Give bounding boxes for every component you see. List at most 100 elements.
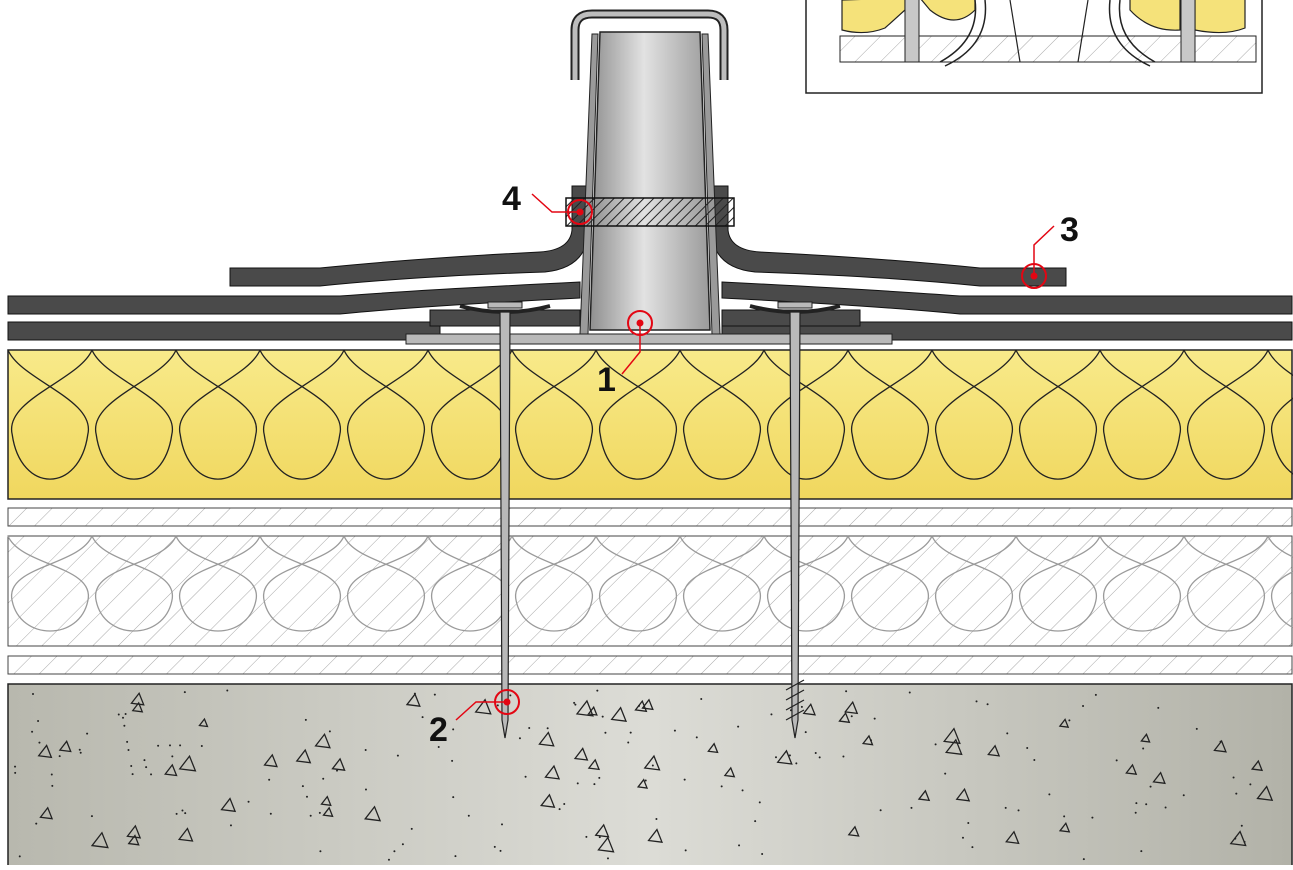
aggregate-dot bbox=[305, 795, 308, 798]
aggregate-mark bbox=[164, 763, 178, 777]
aggregate-dot bbox=[181, 809, 184, 812]
insulation-bulb bbox=[847, 535, 933, 632]
insulation-bulb bbox=[175, 349, 261, 480]
aggregate-mark bbox=[1058, 821, 1071, 833]
aggregate-mark bbox=[220, 797, 237, 813]
aggregate-dot bbox=[934, 743, 937, 746]
aggregate-mark bbox=[723, 766, 736, 778]
aggregate-dot bbox=[117, 713, 120, 716]
aggregate-dot bbox=[496, 704, 499, 707]
callout-3: 3 bbox=[1021, 211, 1079, 289]
insulation-bulb bbox=[1099, 535, 1185, 632]
insulation-bulb bbox=[679, 349, 765, 480]
insulation-bulb bbox=[343, 349, 429, 480]
callout-number-2: 2 bbox=[429, 711, 448, 749]
aggregate-dot bbox=[421, 716, 424, 719]
aggregate-dot bbox=[795, 762, 798, 765]
insulation-bulb bbox=[7, 535, 93, 632]
aggregate-dot bbox=[364, 788, 367, 791]
roofing-membranes bbox=[7, 185, 1293, 345]
aggregate-dot bbox=[528, 726, 531, 729]
aggregate-dot bbox=[842, 755, 845, 758]
aggregate-dot bbox=[509, 694, 512, 697]
aggregate-dot bbox=[14, 765, 17, 768]
aggregate-mark bbox=[636, 778, 649, 789]
aggregate-dot bbox=[401, 843, 404, 846]
aggregate-dot bbox=[944, 772, 947, 775]
aggregate-dot bbox=[1235, 792, 1238, 795]
aggregate-dot bbox=[452, 728, 455, 731]
aggregate-dot bbox=[268, 778, 271, 781]
aggregate-dot bbox=[1164, 806, 1167, 809]
aggregate-dot bbox=[229, 824, 232, 827]
aggregate-dot bbox=[451, 759, 454, 762]
aggregate-dot bbox=[604, 731, 607, 734]
aggregate-dot bbox=[804, 731, 807, 734]
aggregate-dot bbox=[818, 756, 821, 759]
aggregate-dot bbox=[971, 846, 974, 849]
aggregate-mark bbox=[707, 742, 719, 754]
aggregate-mark bbox=[263, 753, 278, 768]
aggregate-dot bbox=[301, 785, 304, 788]
aggregate-mark bbox=[1250, 759, 1264, 772]
aggregate-dot bbox=[328, 730, 331, 733]
insulation-bulb bbox=[679, 535, 765, 632]
aggregate-mark bbox=[544, 764, 561, 780]
aggregate-dot bbox=[1004, 806, 1007, 809]
aggregate-mark bbox=[917, 789, 931, 802]
aggregate-dot bbox=[800, 705, 803, 708]
aggregate-dot bbox=[58, 755, 61, 758]
aggregate-dot bbox=[467, 814, 470, 817]
aggregate-dot bbox=[1232, 776, 1235, 779]
aggregate-dot bbox=[563, 802, 566, 805]
aggregate-dot bbox=[788, 754, 791, 757]
callout-2: 2 bbox=[429, 689, 520, 749]
insulation-bulb bbox=[1183, 349, 1269, 480]
aggregate-mark bbox=[610, 706, 628, 722]
aggregate-dot bbox=[644, 779, 647, 782]
aggregate-dot bbox=[774, 756, 777, 759]
aggregate-dot bbox=[1063, 815, 1066, 818]
insulation-bulb bbox=[259, 349, 345, 480]
aggregate-dot bbox=[1006, 732, 1009, 735]
aggregate-dot bbox=[637, 704, 640, 707]
aggregate-mark bbox=[838, 711, 851, 724]
aggregate-dot bbox=[452, 796, 455, 799]
aggregate-mark bbox=[90, 831, 109, 849]
aggregate-dot bbox=[51, 784, 54, 787]
aggregate-dot bbox=[1082, 858, 1085, 861]
aggregate-mark bbox=[1125, 763, 1138, 775]
aggregate-dot bbox=[122, 716, 125, 719]
aggregate-dot bbox=[518, 737, 521, 740]
insulation-bulb bbox=[427, 535, 513, 632]
aggregate-mark bbox=[538, 731, 555, 747]
aggregate-dot bbox=[1115, 759, 1118, 762]
aggregate-dot bbox=[200, 744, 203, 747]
aggregate-dot bbox=[961, 836, 964, 839]
aggregate-dot bbox=[770, 713, 773, 716]
aggregate-dot bbox=[873, 717, 876, 720]
insulation-bulb bbox=[7, 349, 93, 480]
insulation-bulb bbox=[427, 349, 513, 480]
aggregate-mark bbox=[987, 744, 1001, 757]
aggregate-mark bbox=[178, 754, 197, 772]
aggregate-dot bbox=[1182, 794, 1185, 797]
aggregate-dot bbox=[596, 689, 599, 692]
aggregate-dot bbox=[37, 720, 40, 723]
insulation-bulb bbox=[595, 535, 681, 632]
aggregate-mark bbox=[405, 692, 421, 707]
aggregate-dot bbox=[1145, 803, 1148, 806]
aggregate-dot bbox=[14, 771, 17, 774]
aggregate-dot bbox=[31, 692, 34, 695]
aggregate-mark bbox=[641, 698, 654, 711]
aggregate-dot bbox=[31, 730, 34, 733]
aggregate-dot bbox=[1033, 759, 1036, 762]
aggregate-dot bbox=[683, 778, 686, 781]
aggregate-dot bbox=[593, 783, 596, 786]
aggregate-dot bbox=[247, 800, 250, 803]
insulation-bulb bbox=[343, 535, 429, 632]
aggregate-dot bbox=[986, 703, 989, 706]
aggregate-dot bbox=[184, 812, 187, 815]
aggregate-dot bbox=[364, 748, 367, 751]
